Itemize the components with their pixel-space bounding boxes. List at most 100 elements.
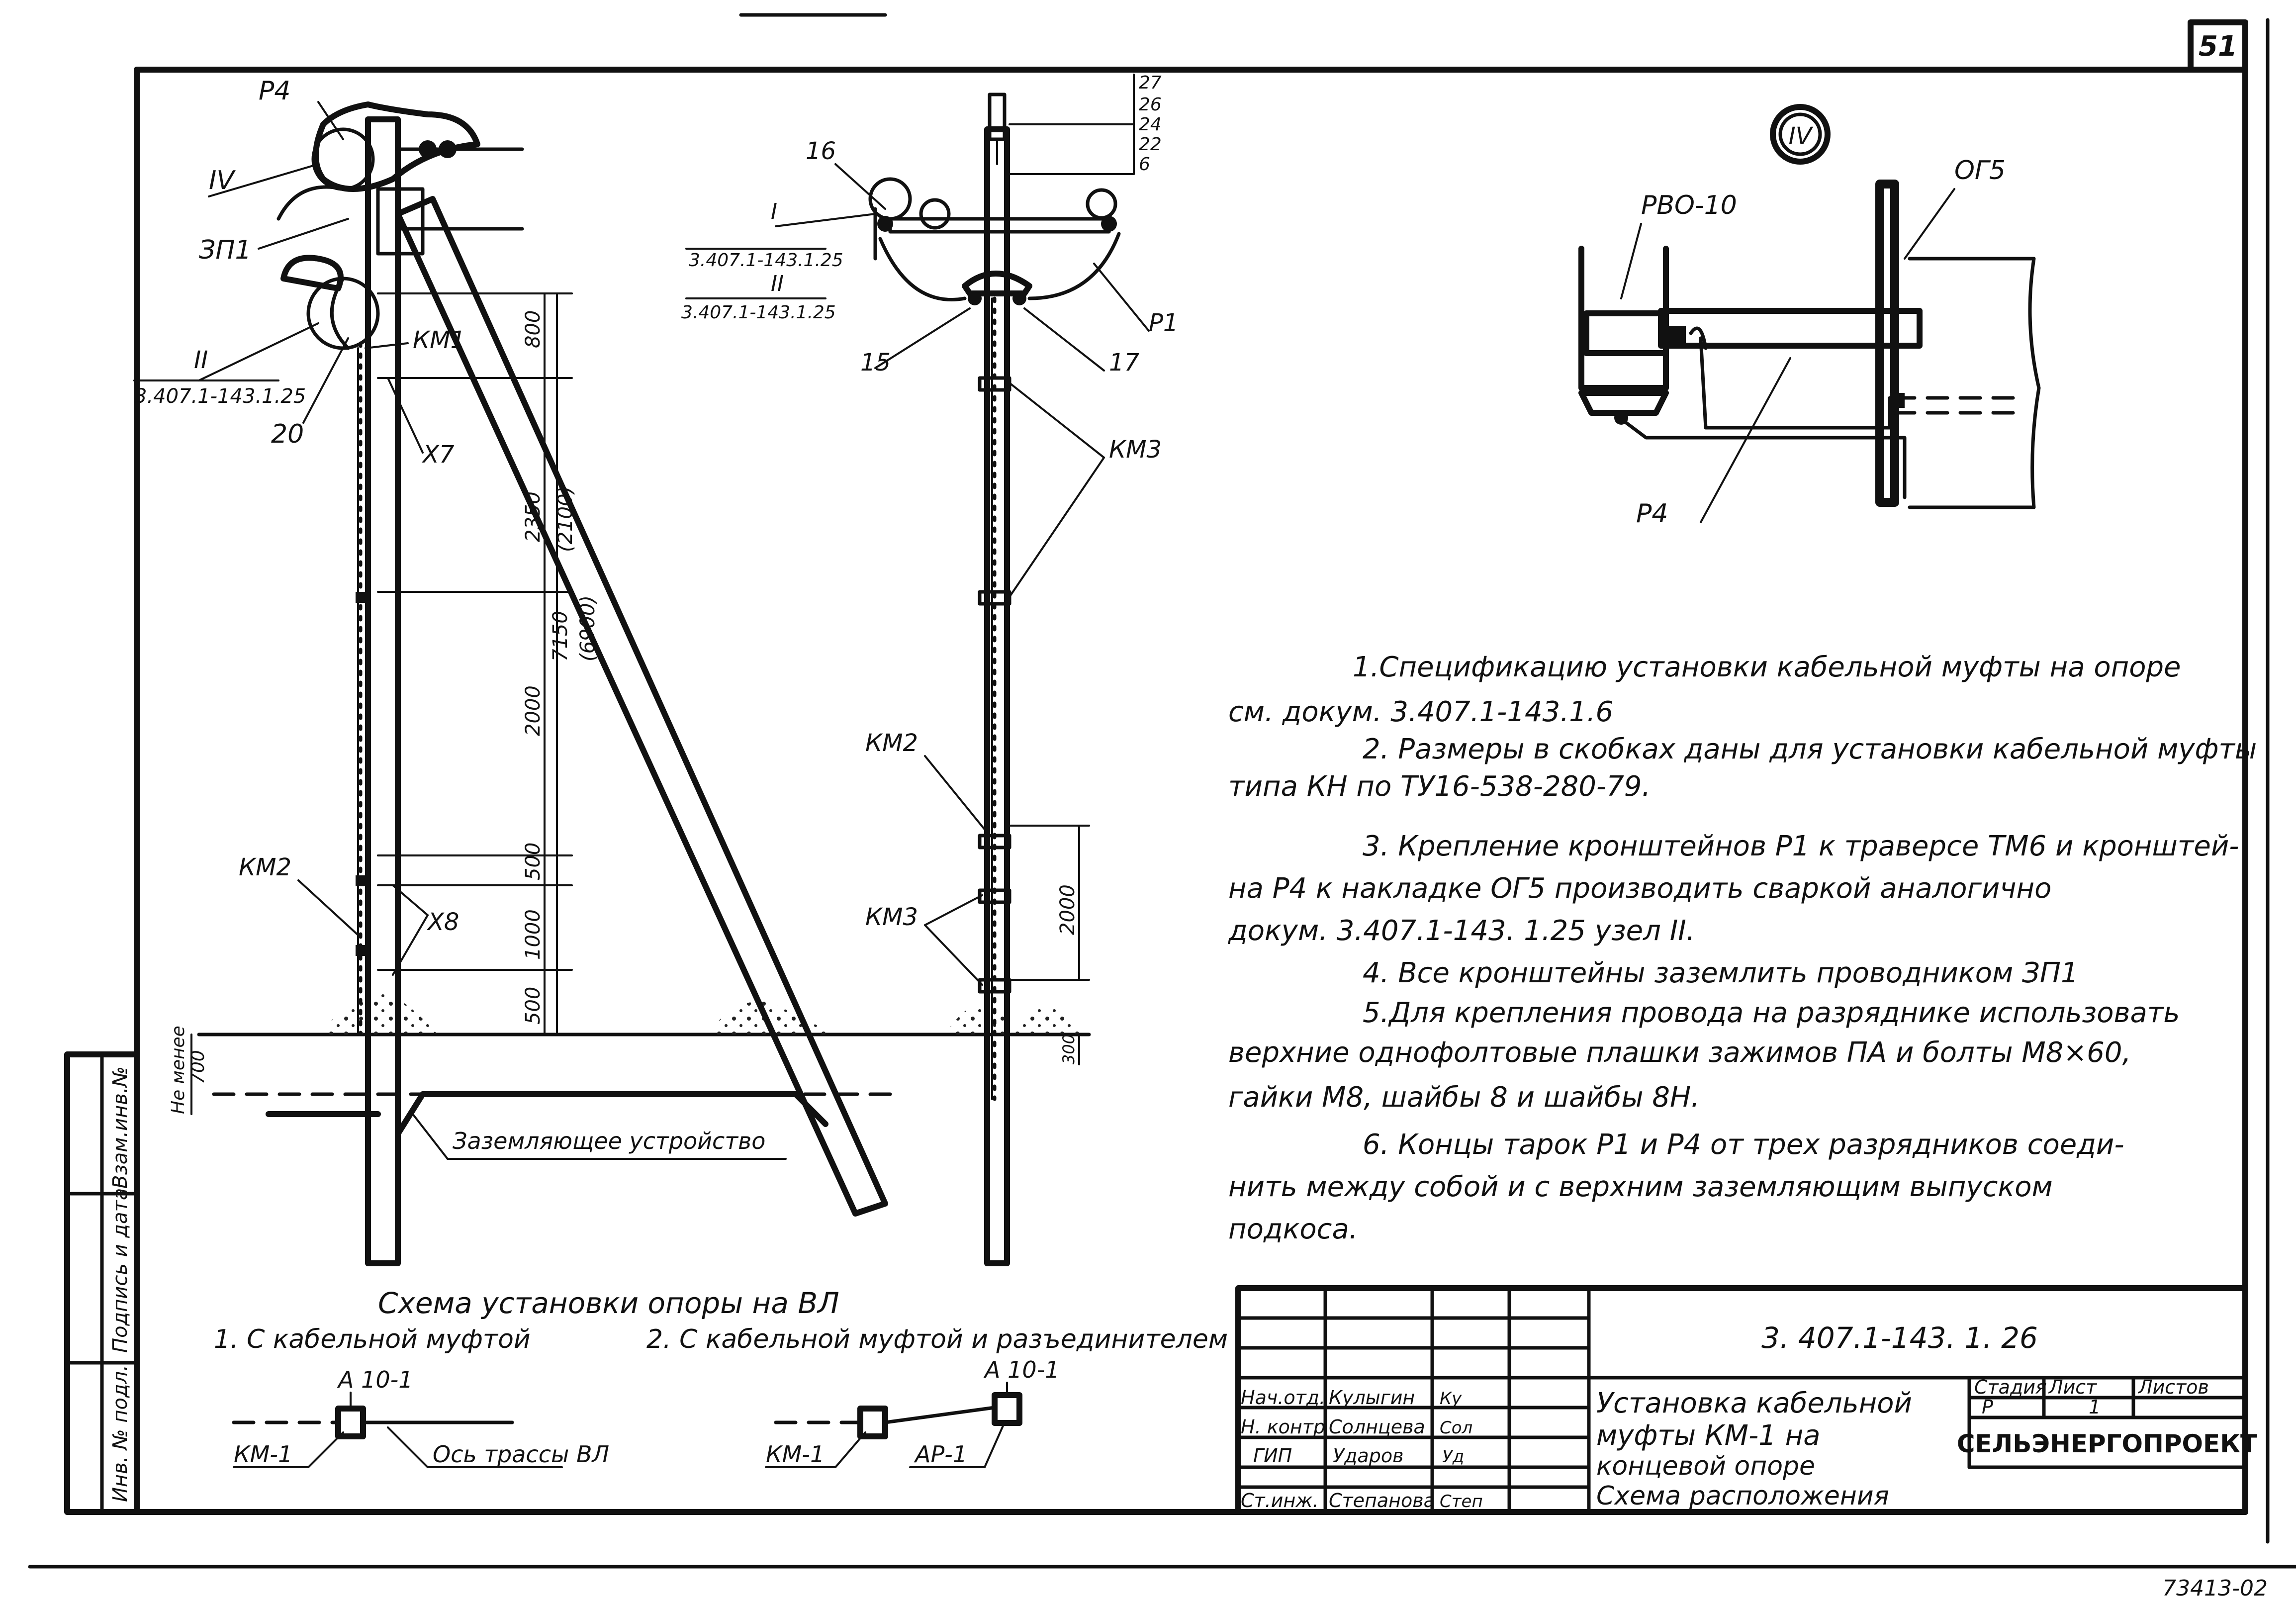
detail-iv: IV РВО-10 ОГ5 Р4 bbox=[1578, 104, 2041, 529]
label-zp1: ЗП1 bbox=[199, 235, 252, 265]
title-line-1: Установка кабельной bbox=[1596, 1387, 1912, 1419]
note-line-14: подкоса. bbox=[1228, 1213, 1358, 1245]
stamp-header-stage: Стадия bbox=[1974, 1376, 2047, 1398]
dim-7150: 7150 bbox=[549, 611, 572, 661]
label-km1: КМ1 bbox=[413, 326, 465, 354]
dim-500-lower: 500 bbox=[522, 987, 545, 1025]
min-depth-label: Не менее bbox=[168, 1026, 188, 1114]
sig-name-2: Солнцева bbox=[1329, 1416, 1425, 1438]
left-dimension-chain bbox=[377, 292, 573, 1036]
note-line-1: 1.Спецификацию установки кабельной муфты… bbox=[1353, 651, 2181, 683]
label-doc-ref-ii: 3.407.1-143.1.25 bbox=[681, 302, 836, 323]
note-line-3: 2. Размеры в скобках даны для установки … bbox=[1363, 733, 2257, 765]
label-km2-mid: КМ2 bbox=[865, 729, 918, 757]
sheet-number: 51 bbox=[2199, 30, 2237, 63]
note-line-2: см. докум. 3.407.1-143.1.6 bbox=[1228, 696, 1613, 728]
stamp-value-sheet: 1 bbox=[2089, 1396, 2101, 1418]
note-line-10: верхние однофолтовые плашки зажимов ПА и… bbox=[1228, 1037, 2131, 1069]
detail-marker: IV bbox=[1789, 122, 1814, 150]
label-16: 16 bbox=[806, 137, 836, 165]
title-line-3: концевой опоре bbox=[1596, 1451, 1815, 1481]
dim-300-mid: 300 bbox=[1059, 1034, 1078, 1064]
middle-front-view: 2000 300 27 26 24 22 6 16 I 3.407.1-143.… bbox=[681, 73, 1178, 1266]
sig-name-1: Кулыгин bbox=[1329, 1387, 1415, 1409]
v2-label-a101: А 10-1 bbox=[983, 1356, 1060, 1383]
dim-2000-mid: 2000 bbox=[1056, 884, 1079, 935]
sig-sign-4: Степ bbox=[1440, 1492, 1483, 1511]
left-elevation-view: 800 2350 (2100) 7150 (6900) 2000 500 100… bbox=[133, 76, 897, 1266]
label-17: 17 bbox=[1109, 349, 1140, 377]
side-stamp-replace: Взам.инв.№ bbox=[109, 1066, 132, 1189]
note-line-4: типа КН по ТУ16-538-280-79. bbox=[1228, 770, 1651, 803]
sig-sign-2: Сол bbox=[1440, 1418, 1472, 1438]
label-i: I bbox=[771, 199, 777, 224]
installation-scheme: Схема установки опоры на ВЛ 1. С кабельн… bbox=[214, 1286, 1228, 1468]
note-line-12: 6. Концы тарок Р1 и Р4 от трех разрядник… bbox=[1363, 1129, 2124, 1161]
scheme-variant-2: 2. С кабельной муфтой и разъединителем bbox=[646, 1324, 1228, 1354]
note-line-5: 3. Крепление кронштейнов Р1 к траверсе Т… bbox=[1363, 830, 2239, 862]
stack-24: 24 bbox=[1139, 114, 1162, 135]
title-block bbox=[1235, 1285, 2248, 1515]
dim-2100: (2100) bbox=[554, 486, 577, 552]
scheme-variant-1: 1. С кабельной муфтой bbox=[214, 1324, 531, 1354]
v1-label-axis: Ось трассы ВЛ bbox=[433, 1441, 609, 1468]
stamp-org: СЕЛЬЭНЕРГОПРОЕКТ bbox=[1957, 1429, 2257, 1458]
sig-role-4: Ст.инж. bbox=[1241, 1490, 1319, 1511]
dim-2350: 2350 bbox=[522, 491, 545, 542]
sig-sign-3: Уд bbox=[1442, 1447, 1464, 1467]
label-km3-upper: КМ3 bbox=[1109, 436, 1162, 464]
label-x7: Х7 bbox=[421, 441, 455, 469]
stamp-header-sheet: Лист bbox=[2048, 1376, 2098, 1398]
stack-22: 22 bbox=[1139, 134, 1162, 155]
side-stamp: Инв. № подл. Подпись и дата Взам.инв.№ bbox=[64, 1051, 140, 1515]
sig-role-2: Н. контр bbox=[1241, 1416, 1325, 1438]
notes-block: 1.Спецификацию установки кабельной муфты… bbox=[1228, 651, 2257, 1245]
title-line-4: Схема расположения bbox=[1596, 1481, 1889, 1511]
stack-6: 6 bbox=[1139, 154, 1150, 175]
note-line-6: на Р4 к накладке ОГ5 производить сваркой… bbox=[1228, 872, 2051, 905]
designation: 3. 407.1-143. 1. 26 bbox=[1761, 1321, 2038, 1355]
side-stamp-inv: Инв. № подл. bbox=[109, 1365, 132, 1502]
position-stack bbox=[1009, 74, 1135, 175]
scheme-title: Схема установки опоры на ВЛ bbox=[378, 1286, 839, 1320]
label-15: 15 bbox=[860, 349, 891, 377]
v1-label-km1: КМ-1 bbox=[234, 1441, 292, 1468]
v1-label-a101: А 10-1 bbox=[337, 1366, 413, 1393]
label-p4: Р4 bbox=[259, 76, 290, 106]
note-line-8: 4. Все кронштейны заземлить проводником … bbox=[1363, 957, 2079, 989]
stack-26: 26 bbox=[1139, 94, 1162, 115]
v2-label-km1: КМ-1 bbox=[766, 1441, 825, 1468]
dim-2000: 2000 bbox=[522, 685, 545, 736]
dim-1000: 1000 bbox=[522, 909, 545, 960]
sheet-frame bbox=[28, 13, 2296, 1569]
stamp-header-sheets: Листов bbox=[2137, 1376, 2209, 1398]
label-x8: Х8 bbox=[426, 908, 459, 936]
sig-role-1: Нач.отд. bbox=[1241, 1387, 1325, 1409]
title-line-2: муфты КМ-1 на bbox=[1596, 1419, 1821, 1452]
dim-800: 800 bbox=[522, 310, 545, 348]
label-p4-detail: Р4 bbox=[1636, 499, 1668, 529]
sig-role-3: ГИП bbox=[1253, 1445, 1292, 1467]
note-line-9: 5.Для крепления провода на разряднике ис… bbox=[1363, 997, 2180, 1029]
note-line-11: гайки М8, шайбы 8 и шайбы 8Н. bbox=[1228, 1081, 1700, 1114]
label-doc-ref: 3.407.1-143.1.25 bbox=[134, 385, 306, 408]
note-line-13: нить между собой и с верхним заземляющим… bbox=[1228, 1171, 2053, 1203]
label-20: 20 bbox=[271, 419, 304, 449]
label-ii: II bbox=[194, 346, 208, 374]
note-line-7: докум. 3.407.1-143. 1.25 узел II. bbox=[1228, 915, 1695, 947]
label-km3-lower: КМ3 bbox=[865, 903, 918, 931]
label-doc-ref-i: 3.407.1-143.1.25 bbox=[689, 250, 843, 271]
label-ii-mid: II bbox=[771, 271, 784, 296]
label-rvo10: РВО-10 bbox=[1641, 190, 1737, 220]
stamp-value-stage: Р bbox=[1982, 1396, 1993, 1418]
sig-sign-1: Ку bbox=[1440, 1389, 1462, 1409]
stack-27: 27 bbox=[1139, 73, 1162, 93]
label-p1: Р1 bbox=[1149, 309, 1178, 337]
dim-6900: (6900) bbox=[576, 595, 599, 661]
dim-500-upper: 500 bbox=[522, 843, 545, 880]
corner-code: 73413-02 bbox=[2162, 1576, 2268, 1601]
v2-label-ar1: АР-1 bbox=[914, 1441, 967, 1468]
side-stamp-sign: Подпись и дата bbox=[109, 1188, 132, 1353]
cable-clamps-left bbox=[356, 592, 370, 956]
